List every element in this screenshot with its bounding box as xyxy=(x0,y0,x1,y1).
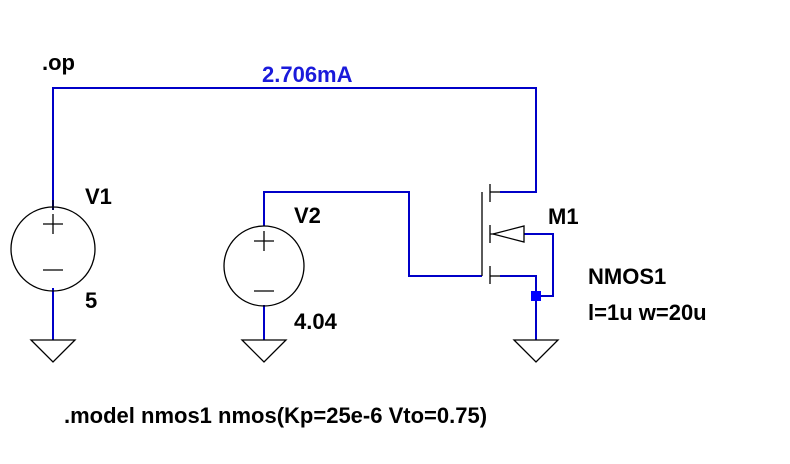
wire-body-to-source[interactable] xyxy=(519,233,554,297)
m1-params[interactable]: l=1u w=20u xyxy=(588,300,707,325)
model-directive[interactable]: .model nmos1 nmos(Kp=25e-6 Vto=0.75) xyxy=(64,403,487,428)
ground-icon xyxy=(29,339,77,363)
wire-v2-to-gate[interactable] xyxy=(263,191,482,277)
wire-source-to-body[interactable] xyxy=(500,275,537,296)
wires xyxy=(52,87,554,340)
op-directive[interactable]: .op xyxy=(42,50,75,75)
v1-name[interactable]: V1 xyxy=(85,184,112,209)
voltage-source-icon[interactable] xyxy=(10,200,96,292)
ground-icon xyxy=(512,339,560,363)
nmos-transistor-icon[interactable] xyxy=(481,184,525,284)
v2-name[interactable]: V2 xyxy=(294,203,321,228)
v2-value[interactable]: 4.04 xyxy=(294,309,338,334)
m1-model[interactable]: NMOS1 xyxy=(588,264,666,289)
junction-dot xyxy=(531,291,541,301)
m1-name[interactable]: M1 xyxy=(548,204,579,229)
v1-value[interactable]: 5 xyxy=(85,288,97,313)
ground-icon xyxy=(240,339,288,363)
current-readout: 2.706mA xyxy=(262,62,353,87)
voltage-source-icon[interactable] xyxy=(223,225,305,307)
wire-v1-to-drain[interactable] xyxy=(52,87,537,210)
